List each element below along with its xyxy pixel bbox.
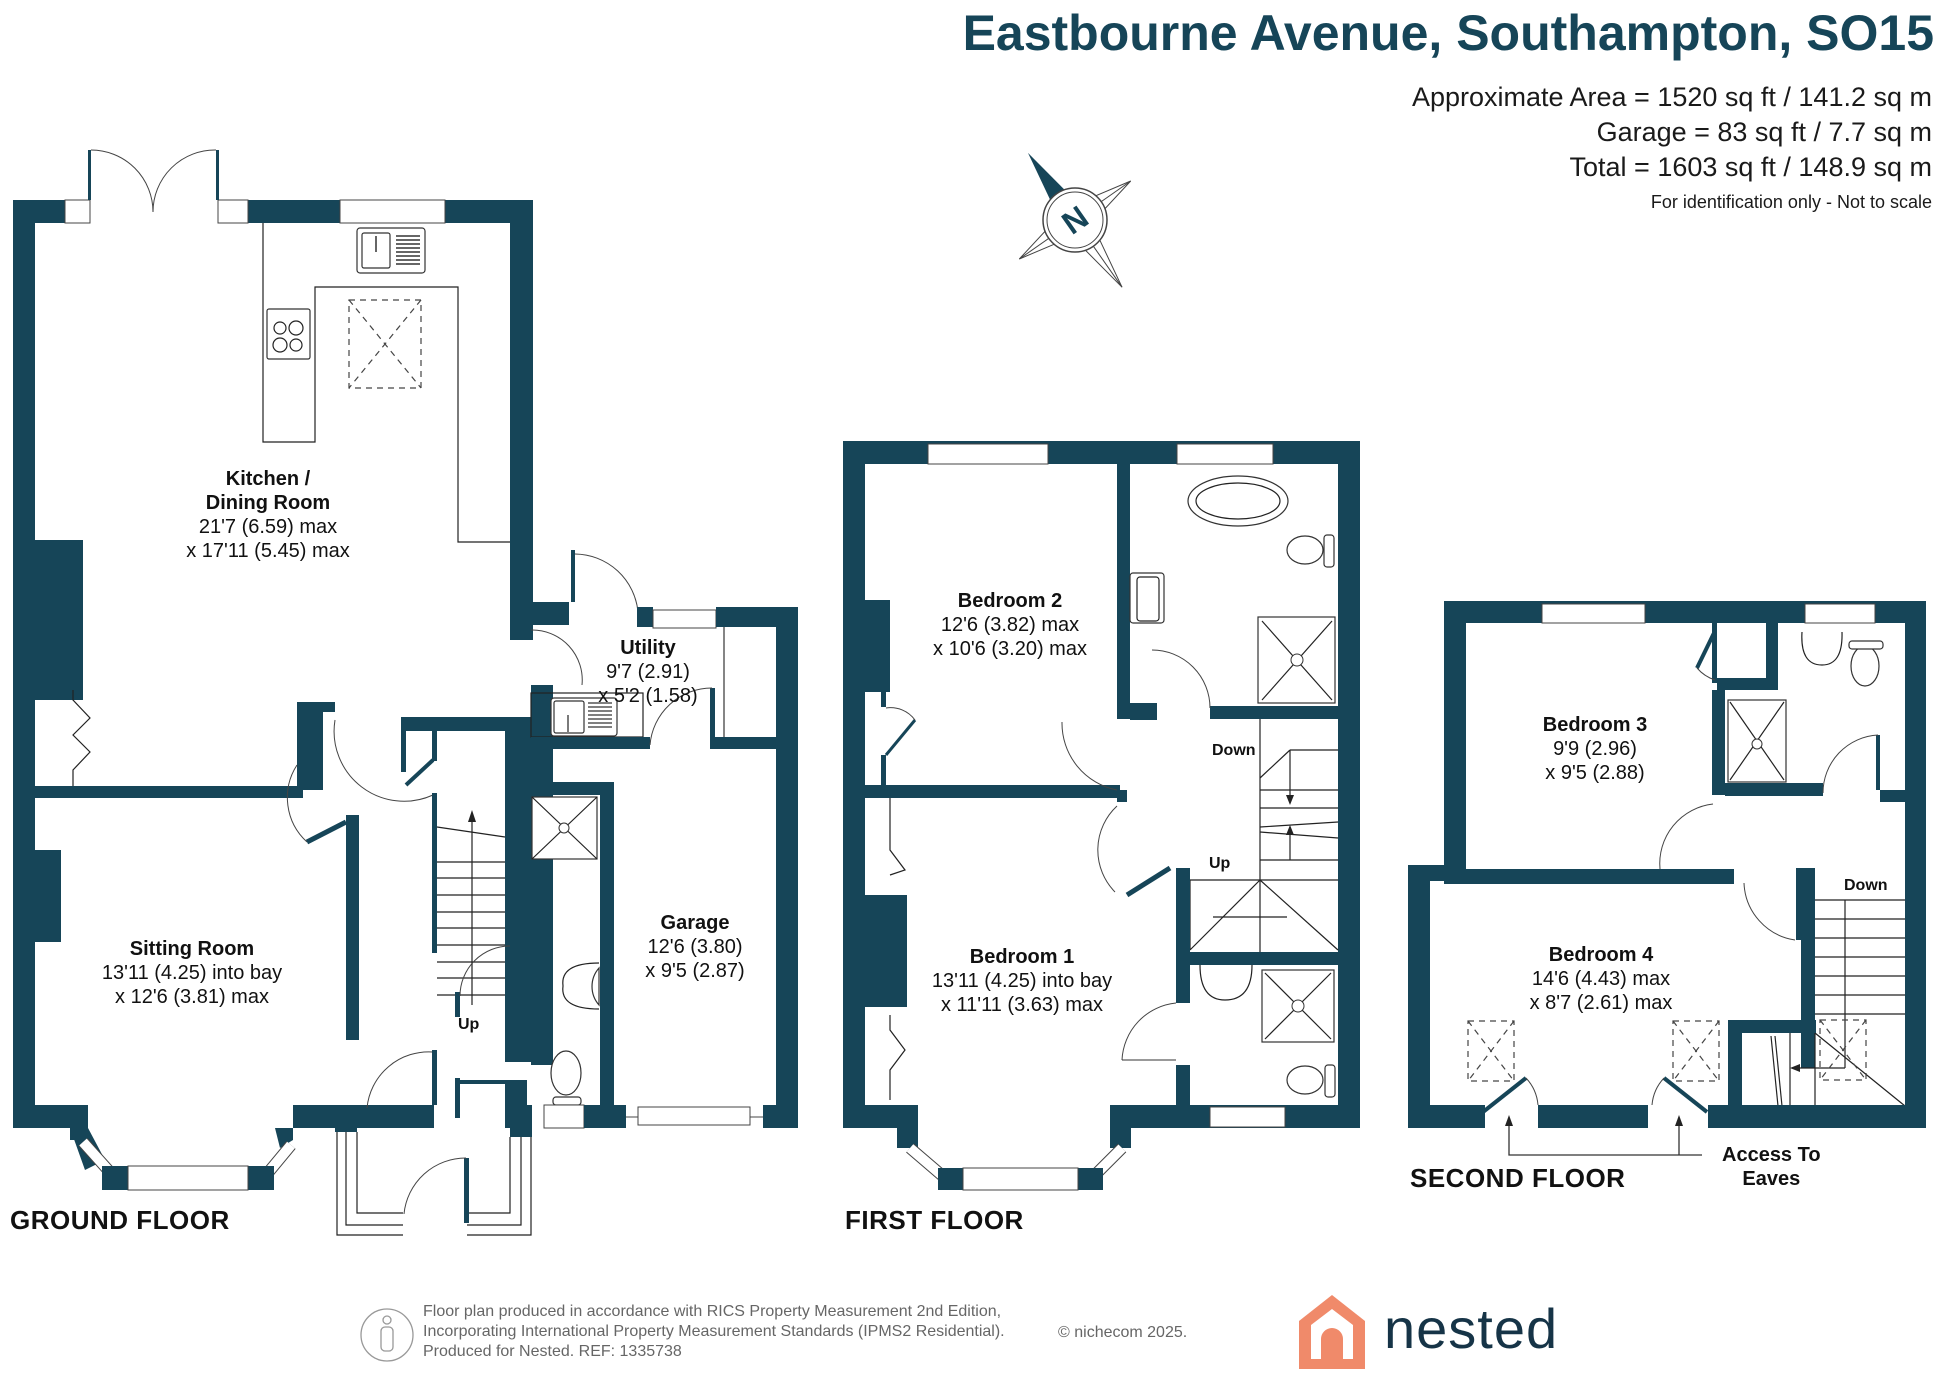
compass-rose-icon: N [1018, 152, 1132, 288]
scale-disclaimer: For identification only - Not to scale [1650, 192, 1932, 212]
floor-label-second: SECOND FLOOR [1410, 1163, 1626, 1193]
total-area: Total = 1603 sq ft / 148.9 sq m [1569, 152, 1932, 182]
stairs-up-label-first: Up [1209, 855, 1231, 872]
stairs-down-label-first: Down [1212, 742, 1256, 759]
stairs-up-label-ground: Up [458, 1016, 480, 1033]
first-floor-plan [843, 441, 1360, 1191]
floor-label-first: FIRST FLOOR [845, 1205, 1024, 1235]
room-sitting-room: Sitting Room 13'11 (4.25) into bay x 12'… [101, 938, 283, 1008]
copyright-notice: © nichecom 2025. [1058, 1324, 1188, 1341]
stairs-down-label-second: Down [1844, 877, 1888, 894]
room-bedroom-4: Bedroom 4 14'6 (4.43) max x 8'7 (2.61) m… [1529, 944, 1673, 1014]
room-bedroom-1: Bedroom 1 13'11 (4.25) into bay x 11'11 … [931, 946, 1113, 1016]
nested-house-logo-icon [1297, 1293, 1367, 1376]
property-title: Eastbourne Avenue, Southampton, SO15 [962, 5, 1934, 61]
room-bedroom-3: Bedroom 3 9'9 (2.96) x 9'5 (2.88) [1542, 714, 1648, 784]
room-bedroom-2: Bedroom 2 12'6 (3.82) max x 10'6 (3.20) … [933, 590, 1087, 660]
room-garage: Garage 12'6 (3.80) x 9'5 (2.87) [645, 912, 745, 982]
room-utility: Utility 9'7 (2.91) x 5'2 (1.58) [598, 637, 698, 707]
garage-area: Garage = 83 sq ft / 7.7 sq m [1596, 117, 1932, 147]
floor-label-ground: GROUND FLOOR [10, 1205, 230, 1235]
room-kitchen-dining: Kitchen / Dining Room 21'7 (6.59) max x … [186, 468, 350, 562]
ground-floor-plan [13, 149, 798, 1236]
rics-compliance-note: Floor plan produced in accordance with R… [423, 1303, 1005, 1360]
nested-brand-name: nested [1384, 1297, 1559, 1360]
person-measurement-icon [360, 1308, 414, 1362]
access-to-eaves-annotation: Access To Eaves [1722, 1144, 1821, 1190]
second-floor-plan [1408, 601, 1926, 1156]
approximate-area: Approximate Area = 1520 sq ft / 141.2 sq… [1411, 82, 1932, 112]
